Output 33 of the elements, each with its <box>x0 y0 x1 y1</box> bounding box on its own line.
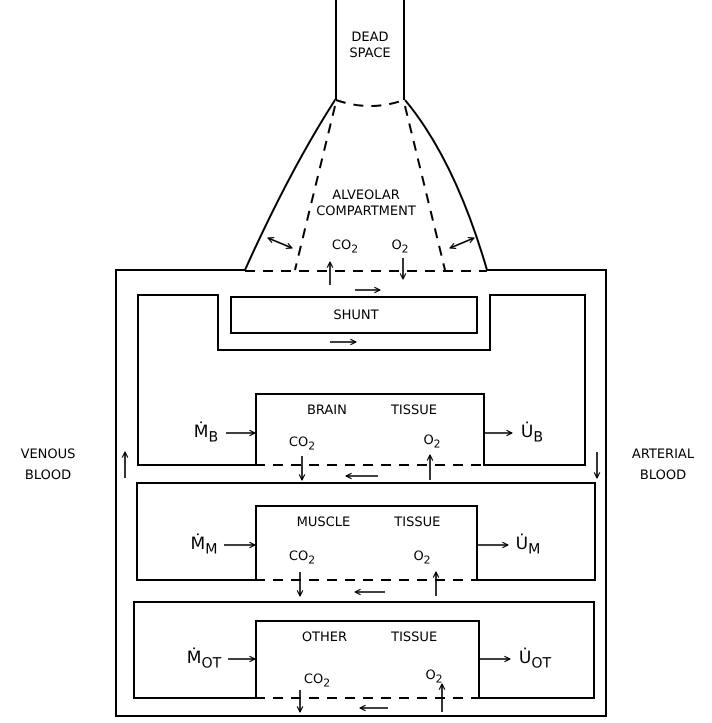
tissue-box <box>255 393 485 466</box>
arrow <box>228 656 256 662</box>
blood-label: ARTERIAL BLOOD <box>630 446 696 485</box>
gas-label: CO$_{2}$ <box>288 549 316 568</box>
flow-symbol-label: U̇$_{M}$ <box>514 534 542 560</box>
flow-symbol-label: U̇$_{OT}$ <box>518 648 552 674</box>
flow-symbol-label: Ṁ$_{M}$ <box>190 534 218 560</box>
compartment-label: OTHER TISSUE <box>300 630 438 646</box>
compartment-label: BRAIN TISSUE <box>306 403 438 420</box>
gas-label: O$_{2}$ <box>422 433 442 452</box>
compartment-label: SHUNT <box>332 308 380 324</box>
flow-symbol-label: Ṁ$_{OT}$ <box>186 648 222 674</box>
dead-space-tube <box>335 0 405 106</box>
blood-label: VENOUS BLOOD <box>20 446 76 485</box>
tissue-box <box>255 505 478 581</box>
gas-label: CO$_{2}$ <box>330 238 360 256</box>
gas-label: CO$_{2}$ <box>288 435 316 454</box>
arrow <box>226 430 256 436</box>
tissue-box <box>255 620 480 699</box>
flow-symbol-label: Ṁ$_{B}$ <box>192 422 220 448</box>
gas-label: O$_{2}$ <box>424 668 444 686</box>
gas-label: CO$_{2}$ <box>302 672 332 690</box>
flow-symbol-label: U̇$_{B}$ <box>520 422 544 448</box>
compartment-label: ALVEOLAR COMPARTMENT <box>315 188 417 220</box>
gas-label: O$_{2}$ <box>412 549 432 568</box>
gas-label: O$_{2}$ <box>390 238 410 256</box>
compartment-label: MUSCLE TISSUE <box>296 515 442 532</box>
shunt-box <box>230 296 478 334</box>
arrow <box>478 542 509 548</box>
arrow <box>485 430 513 436</box>
arrow <box>224 542 256 548</box>
compartment-label: DEAD SPACE <box>348 30 392 62</box>
arrow <box>480 656 511 662</box>
